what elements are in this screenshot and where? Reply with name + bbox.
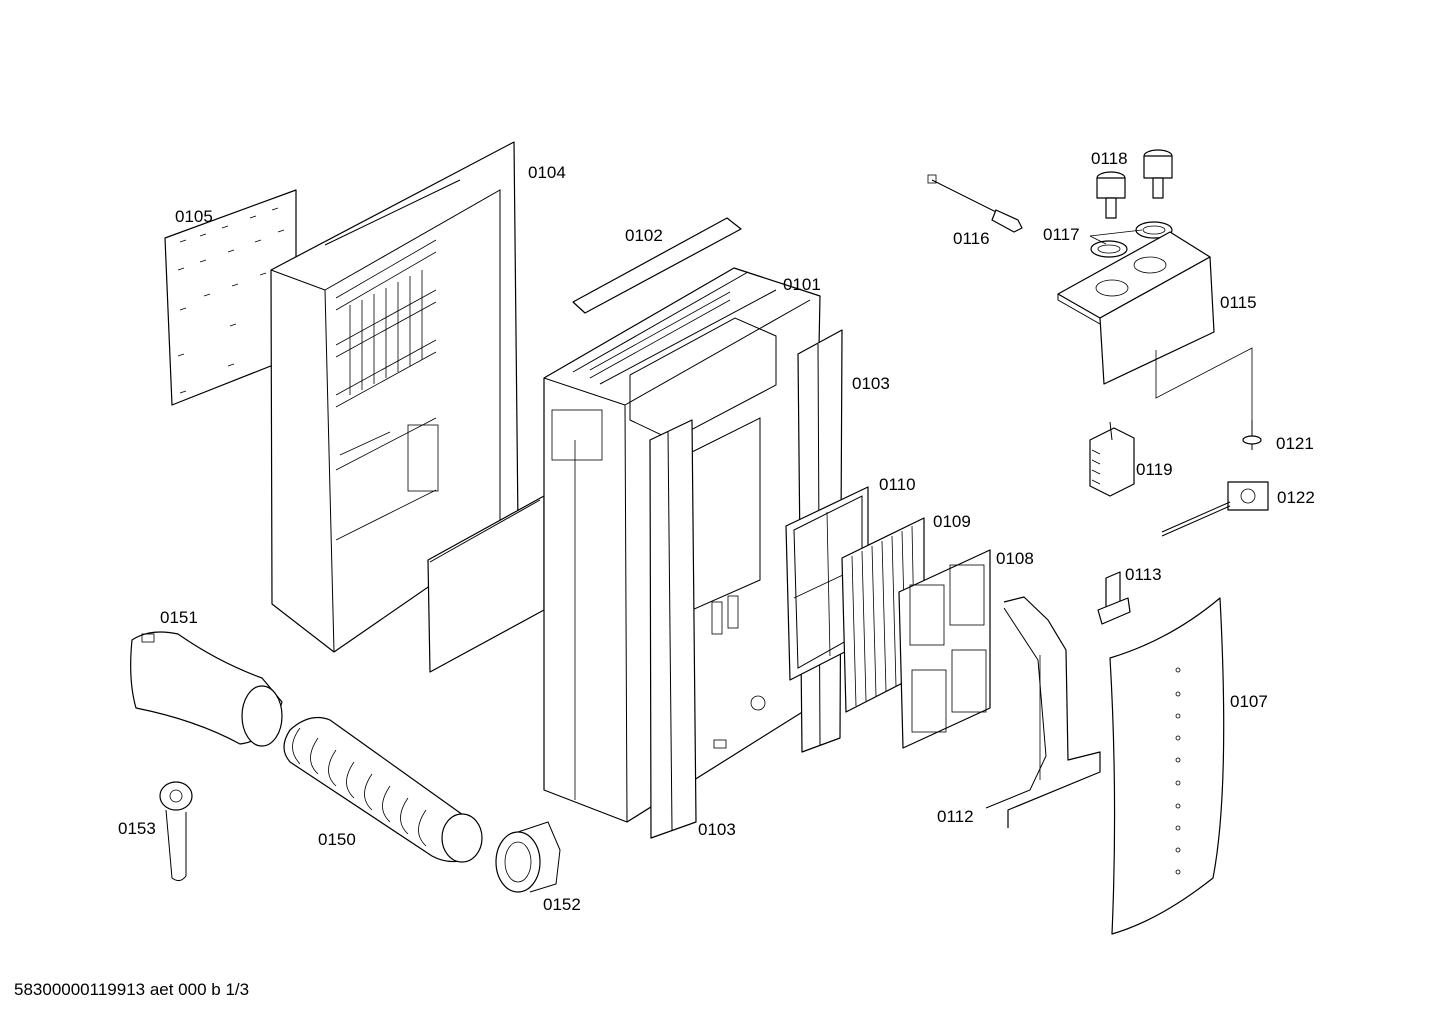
part-0103-side-panel-front [649,419,697,839]
part-0152-adapter [495,821,561,893]
part-0121-screw [1242,420,1262,450]
part-0117-rings [1089,221,1173,258]
label-0115: 0115 [1220,293,1257,312]
part-0108-filter-grid [898,549,991,749]
part-0102-top-strip [572,217,742,314]
label-0112: 0112 [937,807,974,826]
label-0101: 0101 [783,275,821,294]
part-0122-terminal [1161,481,1269,537]
label-0150: 0150 [318,830,356,849]
document-footer-id: 58300000119913 aet 000 b 1/3 [14,980,250,999]
label-0102: 0102 [625,226,663,245]
label-0116: 0116 [953,229,990,248]
part-0151-duct-elbow [130,631,283,747]
label-0105: 0105 [175,207,213,226]
part-0150-hose [283,717,483,863]
label-0103-front: 0103 [698,820,736,839]
label-0117: 0117 [1043,225,1080,244]
part-0107-front-panel [1109,597,1225,935]
label-0109: 0109 [933,512,971,531]
label-0103-right: 0103 [852,374,890,393]
label-0122: 0122 [1277,488,1315,507]
part-0112-bracket [985,596,1101,828]
label-0152: 0152 [543,895,581,914]
part-0116-sensor [927,174,1023,233]
label-0119: 0119 [1136,460,1173,479]
part-0153-clip [159,781,193,882]
label-0108: 0108 [996,549,1034,568]
label-0118: 0118 [1091,149,1128,168]
part-0104-rear-frame [270,141,519,653]
part-0113-switch [1097,571,1131,625]
label-0110: 0110 [879,475,916,494]
label-0104: 0104 [528,163,566,182]
part-0119-relay [1089,421,1135,497]
label-0153: 0153 [118,819,156,838]
part-labels: 0101 0102 0103 0103 0104 0105 0107 0108 … [118,149,1315,914]
label-0113: 0113 [1125,565,1162,584]
label-0107: 0107 [1230,692,1268,711]
label-0121: 0121 [1276,434,1314,453]
part-0118-knobs [1096,149,1173,219]
part-0115-control-bracket [1057,231,1253,420]
label-0151: 0151 [160,608,198,627]
